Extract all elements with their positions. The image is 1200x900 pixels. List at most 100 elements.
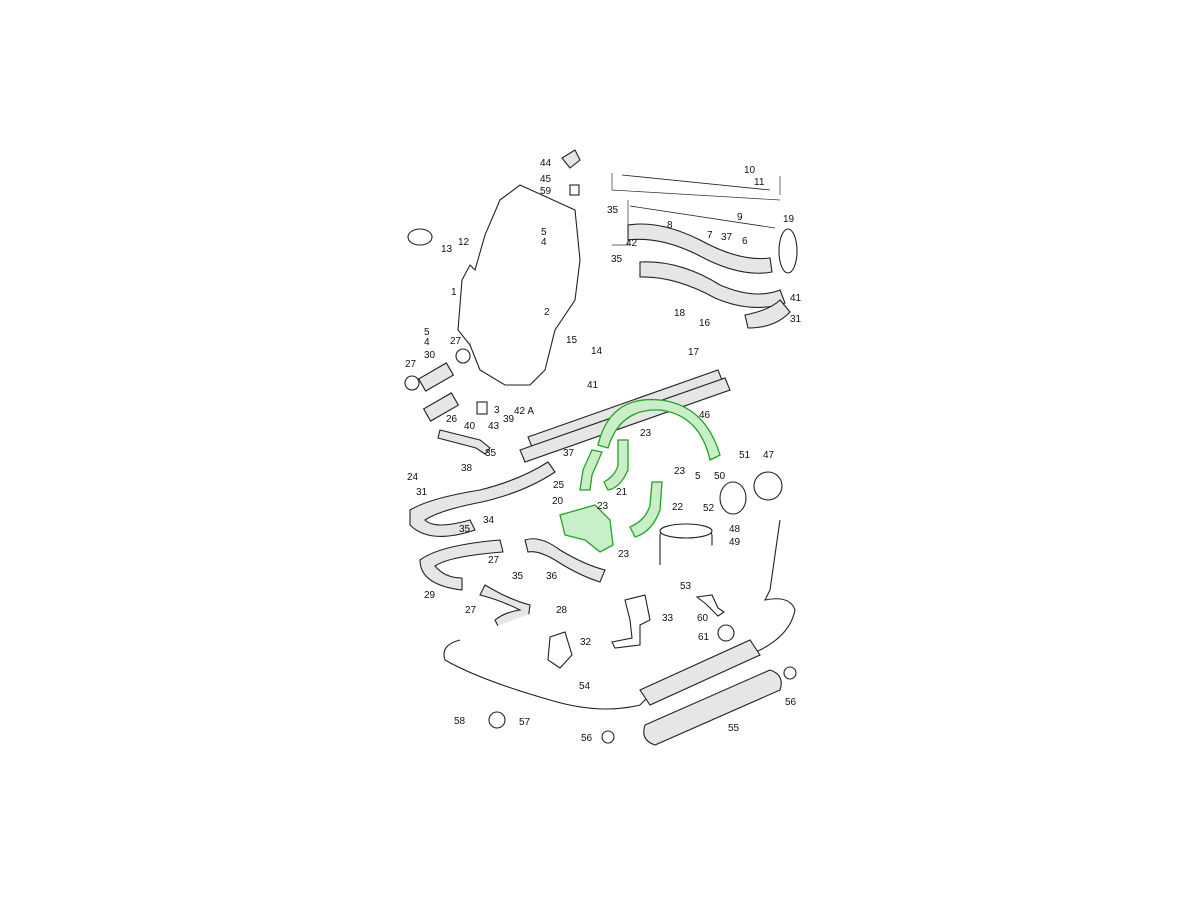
- callout: 10: [744, 165, 756, 176]
- callout: 35: [459, 524, 471, 535]
- hose-22-highlighted[interactable]: [629, 481, 663, 538]
- callout: 3: [494, 405, 500, 416]
- oil-tank[interactable]: [464, 184, 581, 386]
- callout: 26: [446, 414, 458, 425]
- clamp-61[interactable]: [717, 624, 735, 642]
- callout: 51: [739, 450, 751, 461]
- callout: 46: [699, 410, 711, 421]
- callout: 50: [714, 471, 726, 482]
- bracket-33[interactable]: [611, 594, 651, 649]
- callout: 35: [485, 448, 497, 459]
- pipe-green[interactable]: [579, 449, 603, 491]
- callout: 36: [546, 571, 558, 582]
- clamp-56a[interactable]: [783, 666, 797, 680]
- cooler-hose[interactable]: [639, 639, 761, 706]
- clamp-27b[interactable]: [455, 348, 471, 364]
- hose-41-upper[interactable]: [639, 261, 786, 308]
- clamp-57[interactable]: [488, 711, 506, 729]
- callout: 37: [563, 448, 575, 459]
- gasket-50[interactable]: [719, 481, 747, 515]
- hose-36[interactable]: [524, 538, 606, 583]
- hose-31-upper[interactable]: [744, 299, 791, 329]
- callout: 54: [579, 681, 591, 692]
- hose-40[interactable]: [437, 429, 491, 455]
- callout: 39: [503, 414, 515, 425]
- callout: 42: [626, 238, 638, 249]
- callout: 59: [540, 186, 552, 197]
- callout: 43: [488, 421, 500, 432]
- sender-3[interactable]: [476, 401, 488, 415]
- callout: 23: [640, 428, 652, 439]
- callout: 58: [454, 716, 466, 727]
- callout: 14: [591, 346, 603, 357]
- callout: 35: [611, 254, 623, 265]
- hose-29[interactable]: [419, 539, 504, 591]
- callout: 34: [483, 515, 495, 526]
- callout: 25: [553, 480, 565, 491]
- hose-21-highlighted[interactable]: [603, 439, 629, 491]
- callout-labels: 44 45 59 5 4 12 13 1 2 35 35 42 10 11 9 …: [405, 158, 802, 744]
- callout: 35: [607, 205, 619, 216]
- callout: 48: [729, 524, 741, 535]
- callout: 57: [519, 717, 531, 728]
- callout: 4: [424, 337, 430, 348]
- dashed-frame: [611, 173, 781, 246]
- callout: 31: [790, 314, 802, 325]
- hose-loop-19[interactable]: [778, 228, 798, 274]
- callout: 21: [616, 487, 628, 498]
- callout: 41: [790, 293, 802, 304]
- callout: 23: [674, 466, 686, 477]
- hose-37[interactable]: [627, 223, 773, 274]
- callout: 31: [416, 487, 428, 498]
- callout: 17: [688, 347, 700, 358]
- callout: 6: [742, 236, 748, 247]
- callout: 61: [698, 632, 710, 643]
- filler-neck: [569, 184, 580, 196]
- callout: 5: [541, 227, 547, 238]
- thermostat-housing-highlighted[interactable]: [559, 504, 614, 553]
- callout: 52: [703, 503, 715, 514]
- callout: 38: [461, 463, 473, 474]
- callout: 35: [512, 571, 524, 582]
- callout: 40: [464, 421, 476, 432]
- callout: 16: [699, 318, 711, 329]
- callout: 29: [424, 590, 436, 601]
- clamp-27a[interactable]: [404, 375, 420, 391]
- bracket-32[interactable]: [547, 631, 573, 669]
- bracket-60[interactable]: [695, 594, 725, 617]
- callout: 53: [680, 581, 692, 592]
- callout: 27: [488, 555, 500, 566]
- callout: 28: [556, 605, 568, 616]
- callout: 12: [458, 237, 470, 248]
- callout: 23: [597, 501, 609, 512]
- clamp-56b[interactable]: [601, 730, 615, 744]
- callout: 18: [674, 308, 686, 319]
- cooler-55[interactable]: [643, 669, 782, 746]
- callout: 13: [441, 244, 453, 255]
- callout: 44: [540, 158, 552, 169]
- callout: 41: [587, 380, 599, 391]
- level-sender-rod: [629, 205, 776, 229]
- callout: 37: [721, 232, 733, 243]
- callout: 49: [729, 537, 741, 548]
- callout: 47: [763, 450, 775, 461]
- hose-46-highlighted[interactable]: [597, 398, 721, 461]
- callout: 19: [783, 214, 795, 225]
- filter-console-47[interactable]: [753, 471, 783, 501]
- callout: 8: [667, 220, 673, 231]
- callout: 33: [662, 613, 674, 624]
- hose-26[interactable]: [422, 392, 460, 422]
- hose-31-lower[interactable]: [409, 461, 556, 537]
- callout: 7: [707, 230, 713, 241]
- callout: 15: [566, 335, 578, 346]
- callout: 30: [424, 350, 436, 361]
- callout: 4: [541, 237, 547, 248]
- callout: 5: [695, 471, 701, 482]
- callout: 32: [580, 637, 592, 648]
- callout: 55: [728, 723, 740, 734]
- breather-cap[interactable]: [407, 228, 433, 246]
- hose-30[interactable]: [417, 362, 455, 392]
- dipstick-rod: [621, 174, 771, 191]
- callout: 27: [405, 359, 417, 370]
